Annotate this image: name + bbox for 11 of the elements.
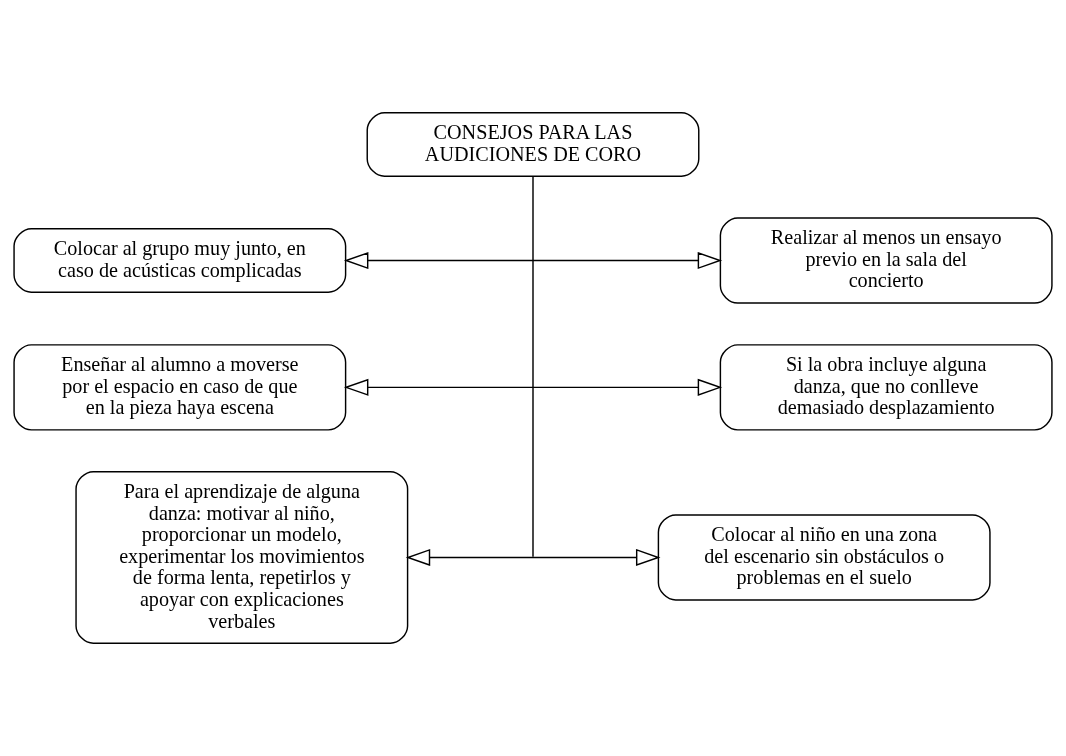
node-box: CONSEJOS PARA LAS AUDICIONES DE CORO — [366, 112, 700, 177]
arrow — [343, 378, 723, 396]
connector — [532, 175, 534, 558]
node-box: Si la obra incluye alguna danza, que no conlleve demasiado desplazamiento — [719, 344, 1053, 431]
node-box: Colocar al niño en una zona del escenario sin obstáculos o problemas en el suelo — [657, 514, 991, 601]
node-box: Para el aprendizaje de alguna danza: motivar al niño, proporcionar un modelo, experimentar los movimientos de forma lenta, repetirlos y apoyar con explicaciones verbales — [75, 470, 409, 644]
node-box: Colocar al grupo muy junto, en caso de acústicas complicadas — [13, 228, 347, 293]
node-box: Enseñar al alumno a moverse por el espacio en caso de que en la pieza haya escena — [13, 344, 347, 431]
arrow — [343, 251, 723, 270]
arrow — [405, 548, 661, 567]
node-box: Realizar al menos un ensayo previo en la sala del concierto — [719, 217, 1053, 304]
